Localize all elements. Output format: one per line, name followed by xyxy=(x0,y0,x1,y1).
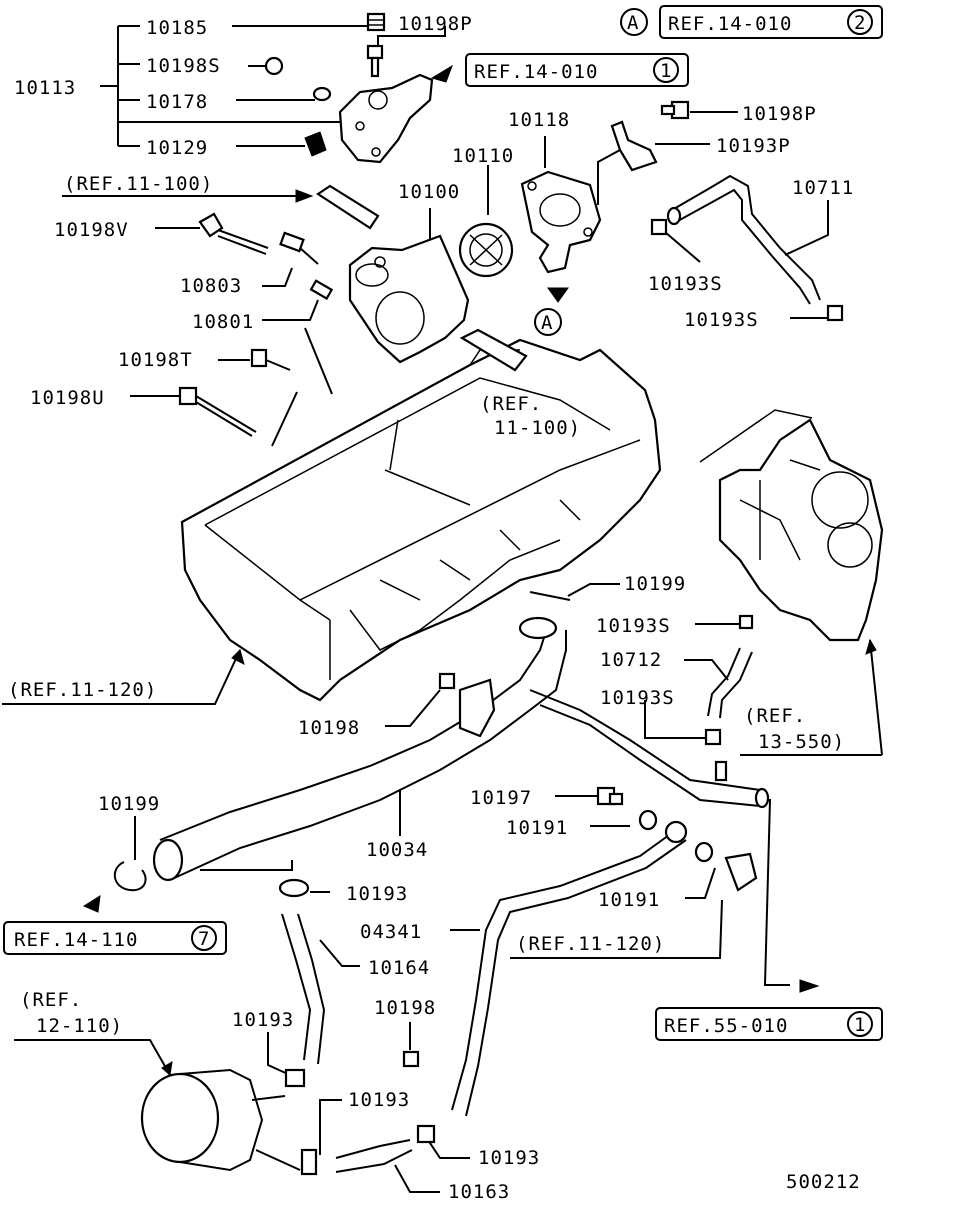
reference-boxes xyxy=(3,5,883,1041)
part-label-10113: 10113 xyxy=(14,77,76,99)
part-label-04341: 04341 xyxy=(360,921,422,943)
ref-14-010-2[interactable]: REF.14-010 xyxy=(668,13,792,35)
part-label-10199-2: 10199 xyxy=(98,793,160,815)
water-outlet-assembly xyxy=(178,12,602,437)
hose-and-turbo xyxy=(610,100,884,746)
part-label-10198P-2: 10198P xyxy=(742,103,817,125)
part-label-10193S-2: 10193S xyxy=(684,309,759,331)
ref-12-110-line2[interactable]: 12-110) xyxy=(36,1015,123,1037)
part-label-10711: 10711 xyxy=(792,177,854,199)
part-label-10164: 10164 xyxy=(368,957,430,979)
part-label-10163: 10163 xyxy=(448,1181,510,1203)
part-label-10198P: 10198P xyxy=(398,13,473,35)
ref-marker-a: A xyxy=(627,12,639,34)
part-label-10198U: 10198U xyxy=(30,387,105,409)
part-label-10801: 10801 xyxy=(192,311,254,333)
ref-55-010-1-num: 1 xyxy=(854,1014,866,1036)
ref-marker-a-2: A xyxy=(541,312,553,334)
cylinder-head-illustration xyxy=(180,338,662,702)
drawing-number: 500212 xyxy=(786,1171,861,1193)
ref-11-100-2-line1[interactable]: (REF. xyxy=(480,393,542,415)
part-label-10198V: 10198V xyxy=(54,219,129,241)
part-label-10193S-3: 10193S xyxy=(596,615,671,637)
part-label-10178: 10178 xyxy=(146,91,208,113)
part-label-10100: 10100 xyxy=(398,181,460,203)
part-label-10193P: 10193P xyxy=(716,135,791,157)
ref-11-120-2[interactable]: (REF.11-120) xyxy=(516,933,665,955)
part-label-10191: 10191 xyxy=(506,817,568,839)
part-label-10129: 10129 xyxy=(146,137,208,159)
part-label-10712: 10712 xyxy=(600,649,662,671)
part-label-10193-3: 10193 xyxy=(348,1089,410,1111)
ref-55-010-1[interactable]: REF.55-010 xyxy=(664,1015,788,1037)
ref-13-550-line2[interactable]: 13-550) xyxy=(758,731,845,753)
ref-14-010-1[interactable]: REF.14-010 xyxy=(474,61,598,83)
part-label-10193-2: 10193 xyxy=(232,1009,294,1031)
part-label-10193-4: 10193 xyxy=(478,1147,540,1169)
part-label-10118: 10118 xyxy=(508,109,570,131)
part-label-10197: 10197 xyxy=(470,787,532,809)
part-label-10191-2: 10191 xyxy=(598,889,660,911)
part-label-10034: 10034 xyxy=(366,839,428,861)
leader-lines xyxy=(2,25,883,1193)
ref-12-110-line1[interactable]: (REF. xyxy=(20,989,82,1011)
part-label-10185: 10185 xyxy=(146,17,208,39)
ref-14-010-1-num: 1 xyxy=(660,60,672,82)
part-label-10198T: 10198T xyxy=(118,349,193,371)
ref-13-550-line1[interactable]: (REF. xyxy=(744,705,806,727)
water-pipes xyxy=(114,591,770,1176)
ref-14-110-7-num: 7 xyxy=(198,928,210,950)
part-label-10193: 10193 xyxy=(346,883,408,905)
part-label-10193S: 10193S xyxy=(648,273,723,295)
part-label-10803: 10803 xyxy=(180,275,242,297)
part-label-10110: 10110 xyxy=(452,145,514,167)
part-label-10198S: 10198S xyxy=(146,55,221,77)
ref-14-010-2-num: 2 xyxy=(854,12,866,34)
reference-labels: A REF.14-010 2 REF.14-010 1 (REF.11-100)… xyxy=(8,12,866,1037)
ref-14-110-7[interactable]: REF.14-110 xyxy=(14,929,138,951)
ref-11-100[interactable]: (REF.11-100) xyxy=(64,173,213,195)
arrows xyxy=(82,64,877,1076)
part-label-10198: 10198 xyxy=(298,717,360,739)
part-label-10193S-4: 10193S xyxy=(600,687,675,709)
ref-11-120[interactable]: (REF.11-120) xyxy=(8,679,157,701)
part-number-labels: 10185 10198P 10113 10198S 10178 10129 10… xyxy=(14,13,854,1203)
part-label-10199: 10199 xyxy=(624,573,686,595)
ref-11-100-2-line2[interactable]: 11-100) xyxy=(494,417,581,439)
part-label-10198-2: 10198 xyxy=(374,997,436,1019)
